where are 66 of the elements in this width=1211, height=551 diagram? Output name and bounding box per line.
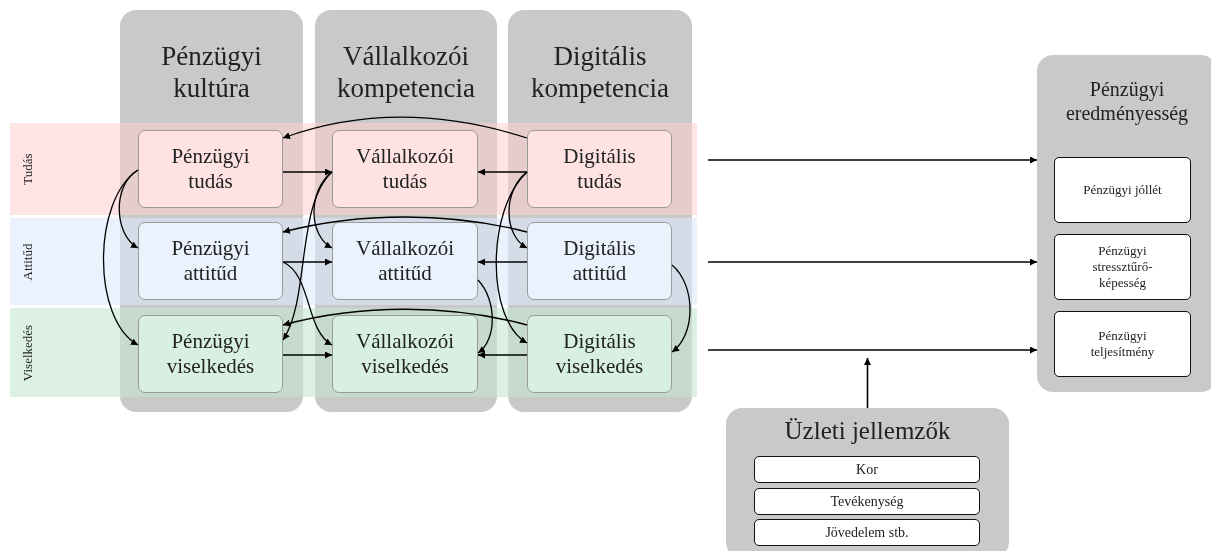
row-heading: Attitűd xyxy=(20,243,36,280)
row-heading: Viselkedés xyxy=(20,324,36,381)
concept-label: Pénzügyi tudás xyxy=(170,144,251,194)
item-label: Pénzügyi teljesítmény xyxy=(1089,328,1156,360)
concept-label: Digitális viselkedés xyxy=(554,329,645,379)
curved-arrow xyxy=(282,171,333,341)
curved-arrow xyxy=(282,261,333,346)
group-panel xyxy=(726,408,1009,551)
curved-arrow xyxy=(282,308,528,327)
item-label: Jövedelem stb. xyxy=(824,524,910,541)
row-band xyxy=(10,123,46,215)
concept-box xyxy=(138,222,283,300)
arrow xyxy=(282,258,333,266)
item-box xyxy=(754,456,980,483)
concept-label: Vállalkozói tudás xyxy=(355,144,455,194)
concept-label: Pénzügyi viselkedés xyxy=(165,329,256,379)
curved-arrow xyxy=(508,171,528,249)
concept-box xyxy=(332,315,478,393)
row-band xyxy=(10,308,46,397)
concept-label: Digitális attitűd xyxy=(562,236,637,286)
curved-arrow xyxy=(477,279,493,354)
curved-arrow xyxy=(102,169,139,346)
arrow xyxy=(707,346,1038,354)
arrow xyxy=(707,156,1038,164)
curved-arrow xyxy=(313,171,333,249)
arrow xyxy=(282,168,333,176)
group-heading: Üzleti jellemzők xyxy=(783,416,952,446)
concept-label: Digitális tudás xyxy=(562,144,637,194)
concept-box xyxy=(527,130,672,208)
item-label: Pénzügyi stressztűrő-képesség xyxy=(1091,243,1154,291)
column-panel xyxy=(120,10,303,412)
curved-arrow xyxy=(282,216,528,234)
item-label: Kor xyxy=(855,461,879,478)
row-heading: Tudás xyxy=(20,153,36,185)
arrow xyxy=(477,168,528,176)
curved-arrow xyxy=(495,171,528,344)
item-label: Tevékenység xyxy=(829,493,905,510)
curved-arrow xyxy=(282,116,528,140)
concept-label: Pénzügyi attitűd xyxy=(170,236,251,286)
column-panel xyxy=(315,10,497,412)
item-box xyxy=(754,488,980,515)
arrow xyxy=(864,357,871,409)
concept-box xyxy=(138,315,283,393)
arrow xyxy=(282,351,333,359)
arrow xyxy=(477,258,528,266)
column-heading: Digitális kompetencia xyxy=(530,40,670,104)
item-box xyxy=(1054,157,1191,223)
concept-label: Vállalkozói viselkedés xyxy=(355,329,455,379)
curved-arrow xyxy=(671,264,691,353)
concept-box xyxy=(332,130,478,208)
concept-box xyxy=(527,222,672,300)
item-label: Pénzügyi jóllét xyxy=(1082,182,1163,198)
item-box xyxy=(1054,234,1191,300)
concept-box xyxy=(138,130,283,208)
column-panel xyxy=(508,10,692,412)
concept-label: Vállalkozói attitűd xyxy=(355,236,455,286)
arrow xyxy=(707,258,1038,266)
concept-box xyxy=(527,315,672,393)
group-panel xyxy=(1037,55,1211,392)
item-box xyxy=(754,519,980,546)
column-heading: Pénzügyi kultúra xyxy=(160,40,263,104)
group-heading: Pénzügyi eredményesség xyxy=(1064,77,1190,125)
arrow xyxy=(477,351,528,359)
column-heading: Vállalkozói kompetencia xyxy=(336,40,476,104)
concept-box xyxy=(332,222,478,300)
item-box xyxy=(1054,311,1191,377)
